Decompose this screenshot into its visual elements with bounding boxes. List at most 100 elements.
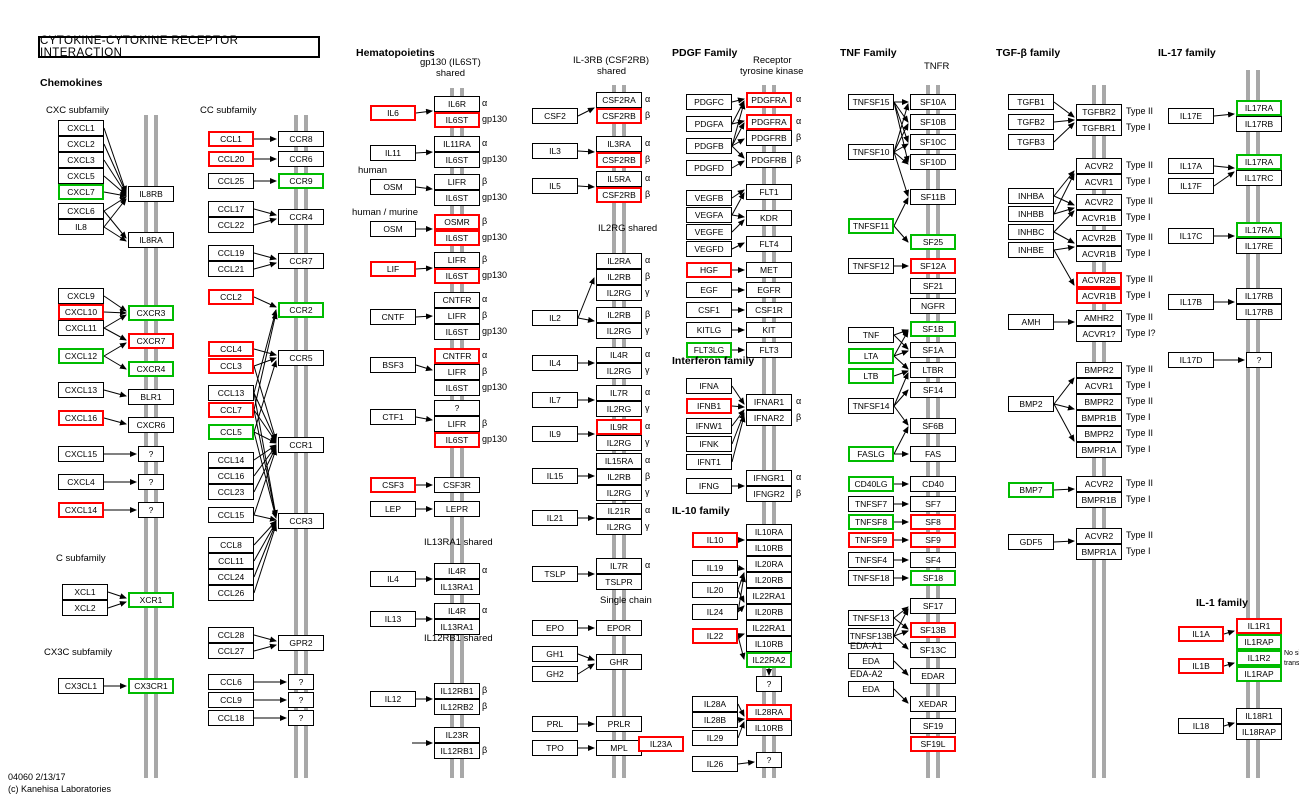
node-lif[interactable]: LIF	[370, 261, 416, 277]
node-eda[interactable]: EDA	[848, 681, 894, 697]
node-il18r1[interactable]: IL18R1	[1236, 708, 1282, 724]
node-sf10a[interactable]: SF10A	[910, 94, 956, 110]
node-il22ra2[interactable]: IL22RA2	[746, 652, 792, 668]
node-q[interactable]: ?	[1246, 352, 1272, 368]
node-q[interactable]: ?	[138, 502, 164, 518]
node-vegfe[interactable]: VEGFE	[686, 224, 732, 240]
node-vegfb[interactable]: VEGFB	[686, 190, 732, 206]
node-ccl13[interactable]: CCL13	[208, 385, 254, 401]
node-tnfsf11[interactable]: TNFSF11	[848, 218, 894, 234]
node-il17rc[interactable]: IL17RC	[1236, 170, 1282, 186]
node-bmpr2[interactable]: BMPR2	[1076, 426, 1122, 442]
node-tnfsf18[interactable]: TNFSF18	[848, 570, 894, 586]
node-il6r[interactable]: IL6R	[434, 96, 480, 112]
node-acvr1b[interactable]: ACVR1B	[1076, 210, 1122, 226]
node-ccl7[interactable]: CCL7	[208, 402, 254, 418]
node-il13[interactable]: IL13	[370, 611, 416, 627]
node-il12rb1[interactable]: IL12RB1	[434, 743, 480, 759]
node-il2rg[interactable]: IL2RG	[596, 323, 642, 339]
node-acvr1b[interactable]: ACVR1B	[1076, 246, 1122, 262]
node-sf19l[interactable]: SF19L	[910, 736, 956, 752]
node-tgfbr2[interactable]: TGFBR2	[1076, 104, 1122, 120]
node-il8rb[interactable]: IL8RB	[128, 186, 174, 202]
node-gpr2[interactable]: GPR2	[278, 635, 324, 651]
node-lifr[interactable]: LIFR	[434, 252, 480, 268]
node-pdgfa[interactable]: PDGFA	[686, 116, 732, 132]
node-ifnt1[interactable]: IFNT1	[686, 454, 732, 470]
node-cd40[interactable]: CD40	[910, 476, 956, 492]
node-lep[interactable]: LEP	[370, 501, 416, 517]
node-sf1a[interactable]: SF1A	[910, 342, 956, 358]
node-pdgfra[interactable]: PDGFRA	[746, 92, 792, 108]
node-pdgfra[interactable]: PDGFRA	[746, 114, 792, 130]
node-flt3lg[interactable]: FLT3LG	[686, 342, 732, 358]
node-ifngr1[interactable]: IFNGR1	[746, 470, 792, 486]
node-acvr2[interactable]: ACVR2	[1076, 158, 1122, 174]
node-il20[interactable]: IL20	[692, 582, 738, 598]
node-il17ra[interactable]: IL17RA	[1236, 154, 1282, 170]
node-epor[interactable]: EPOR	[596, 620, 642, 636]
node-xcl1[interactable]: XCL1	[62, 584, 108, 600]
node-il1rap[interactable]: IL1RAP	[1236, 666, 1282, 682]
node-il17f[interactable]: IL17F	[1168, 178, 1214, 194]
node-kit[interactable]: KIT	[746, 322, 792, 338]
node-il4r[interactable]: IL4R	[434, 603, 480, 619]
node-cd40lg[interactable]: CD40LG	[848, 476, 894, 492]
node-il1rap[interactable]: IL1RAP	[1236, 634, 1282, 650]
node-sf19[interactable]: SF19	[910, 718, 956, 734]
node-ccl14[interactable]: CCL14	[208, 452, 254, 468]
node-xedar[interactable]: XEDAR	[910, 696, 956, 712]
node-csf2rb[interactable]: CSF2RB	[596, 187, 642, 203]
node-sf25[interactable]: SF25	[910, 234, 956, 250]
node-egf[interactable]: EGF	[686, 282, 732, 298]
node-il20rb[interactable]: IL20RB	[746, 572, 792, 588]
node-ccr1[interactable]: CCR1	[278, 437, 324, 453]
node-sf13b[interactable]: SF13B	[910, 622, 956, 638]
node-eda[interactable]: EDA	[848, 653, 894, 669]
node-bsf3[interactable]: BSF3	[370, 357, 416, 373]
node-cxcl15[interactable]: CXCL15	[58, 446, 104, 462]
node-il7r[interactable]: IL7R	[596, 385, 642, 401]
node-acvr2[interactable]: ACVR2	[1076, 194, 1122, 210]
node-il2rb[interactable]: IL2RB	[596, 307, 642, 323]
node-sf4[interactable]: SF4	[910, 552, 956, 568]
node-sf21[interactable]: SF21	[910, 278, 956, 294]
node-il17re[interactable]: IL17RE	[1236, 238, 1282, 254]
node-xcr1[interactable]: XCR1	[128, 592, 174, 608]
node-kdr[interactable]: KDR	[746, 210, 792, 226]
node-lifr[interactable]: LIFR	[434, 308, 480, 324]
node-tnf[interactable]: TNF	[848, 327, 894, 343]
node-cxcl4[interactable]: CXCL4	[58, 474, 104, 490]
node-il18rap[interactable]: IL18RAP	[1236, 724, 1282, 740]
node-ifna[interactable]: IFNA	[686, 378, 732, 394]
node-pdgfrb[interactable]: PDGFRB	[746, 152, 792, 168]
node-cxcl5[interactable]: CXCL5	[58, 168, 104, 184]
node-pdgfrb[interactable]: PDGFRB	[746, 130, 792, 146]
node-csf1[interactable]: CSF1	[686, 302, 732, 318]
node-sf10b[interactable]: SF10B	[910, 114, 956, 130]
node-il17rb[interactable]: IL17RB	[1236, 288, 1282, 304]
node-ltb[interactable]: LTB	[848, 368, 894, 384]
node-xcl2[interactable]: XCL2	[62, 600, 108, 616]
node-sf7[interactable]: SF7	[910, 496, 956, 512]
node-il2rg[interactable]: IL2RG	[596, 519, 642, 535]
node-cxcl2[interactable]: CXCL2	[58, 136, 104, 152]
node-cxcl1[interactable]: CXCL1	[58, 120, 104, 136]
node-tgfb3[interactable]: TGFB3	[1008, 134, 1054, 150]
node-acvr1[interactable]: ACVR1	[1076, 378, 1122, 394]
node-il22[interactable]: IL22	[692, 628, 738, 644]
node-acvr1b[interactable]: ACVR1B	[1076, 288, 1122, 304]
node-ccl2[interactable]: CCL2	[208, 289, 254, 305]
node-ccl11[interactable]: CCL11	[208, 553, 254, 569]
node-tgfbr1[interactable]: TGFBR1	[1076, 120, 1122, 136]
node-cxcl11[interactable]: CXCL11	[58, 320, 104, 336]
node-il10ra[interactable]: IL10RA	[746, 524, 792, 540]
node-il17ra[interactable]: IL17RA	[1236, 100, 1282, 116]
node-cntf[interactable]: CNTF	[370, 309, 416, 325]
node-cxcl14[interactable]: CXCL14	[58, 502, 104, 518]
node-il6st[interactable]: IL6ST	[434, 432, 480, 448]
node-mpl[interactable]: MPL	[596, 740, 642, 756]
node-ifnar1[interactable]: IFNAR1	[746, 394, 792, 410]
node-sf9[interactable]: SF9	[910, 532, 956, 548]
node-ccl16[interactable]: CCL16	[208, 468, 254, 484]
